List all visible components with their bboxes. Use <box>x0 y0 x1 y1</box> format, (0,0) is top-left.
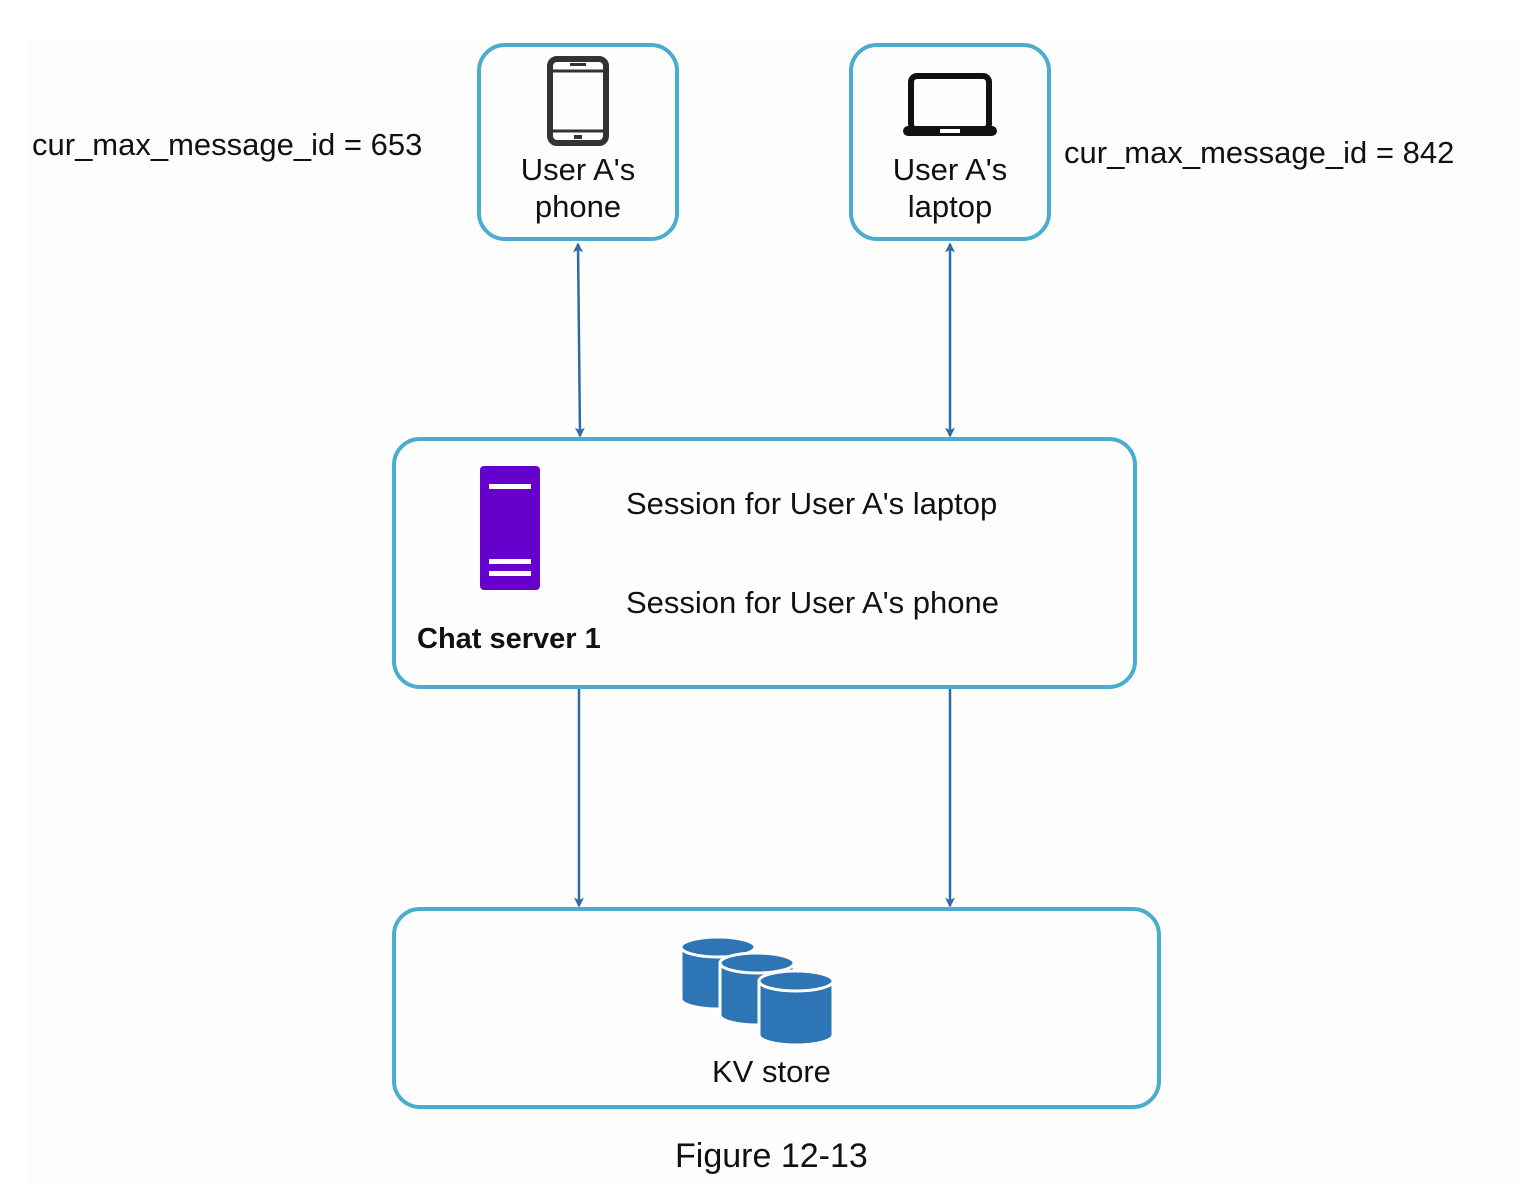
arrow-phone-to-server <box>573 242 585 438</box>
phone-label-line2: phone <box>534 189 622 225</box>
laptop-node: User A's laptop <box>849 43 1051 241</box>
figure-caption: Figure 12-13 <box>675 1137 868 1175</box>
session-laptop: Session for User A's laptop <box>626 486 998 521</box>
database-cluster-icon <box>680 935 835 1047</box>
kv-store-node: KV store <box>392 907 1161 1109</box>
laptop-label-line2: laptop <box>907 189 993 225</box>
server-icon <box>480 466 540 590</box>
smartphone-icon <box>547 56 609 146</box>
phone-label-line1: User A's <box>520 152 636 187</box>
laptop-icon <box>903 73 997 136</box>
session-phone: Session for User A's phone <box>626 585 999 620</box>
chat-server-title: Chat server 1 <box>417 623 601 655</box>
laptop-label-line1: User A's <box>892 152 1008 187</box>
laptop-cur-max-message-id: cur_max_message_id = 842 <box>1064 135 1455 170</box>
kv-store-label: KV store <box>712 1054 831 1089</box>
phone-cur-max-message-id: cur_max_message_id = 653 <box>32 127 423 162</box>
database-icon <box>757 969 835 1047</box>
chat-server-node: Chat server 1 Session for User A's lapto… <box>392 437 1137 689</box>
phone-node: User A's phone <box>477 43 679 241</box>
